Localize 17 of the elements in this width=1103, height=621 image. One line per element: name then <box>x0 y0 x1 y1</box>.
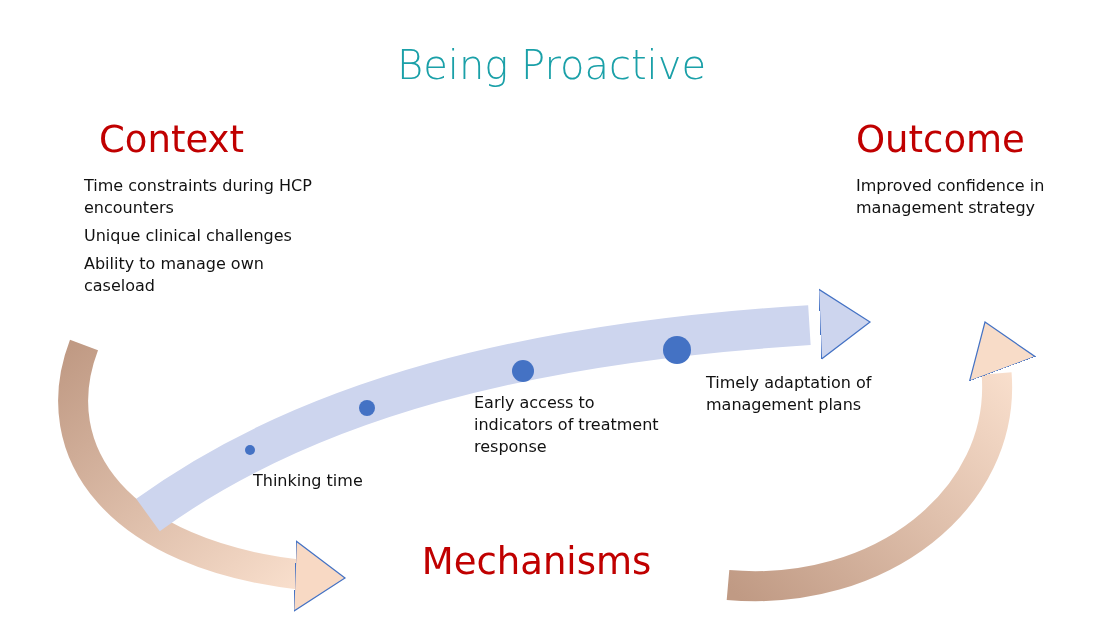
title: Being Proactive <box>397 42 706 88</box>
dot-marker <box>245 445 255 455</box>
dot-marker <box>663 336 691 364</box>
dot-marker <box>359 400 375 416</box>
text-item: Ability to manage own caseload <box>84 253 265 297</box>
dot-marker <box>512 360 534 382</box>
dot-caption: Thinking time <box>253 470 364 492</box>
text-item: Improved confidence in management strategy <box>856 175 1046 219</box>
heading: Mechanisms <box>421 540 652 583</box>
dot-caption: Timely adaptation of management plans <box>706 372 873 416</box>
wide-arrow <box>136 289 872 532</box>
text-item: Time constraints during HCP encounters <box>84 175 313 219</box>
dot-caption: Early access to indicators of treatment response <box>474 392 660 458</box>
text-item: Unique clinical challenges <box>84 225 293 247</box>
heading: Context <box>99 118 244 161</box>
curved-arrow <box>727 318 1033 601</box>
heading: Outcome <box>856 118 1025 161</box>
